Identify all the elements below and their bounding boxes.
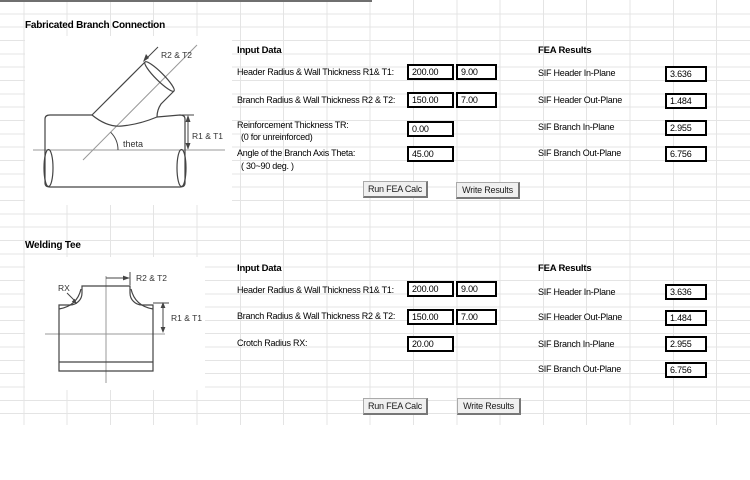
input-label: Header Radius & Wall Thickness R1& T1: — [237, 285, 394, 295]
window-edge — [0, 0, 372, 2]
fea-results-heading: FEA Results — [538, 45, 592, 56]
fabricated-branch-drawing: theta R2 & T2 R1 & T1 — [33, 44, 225, 188]
input-cell-header-radius[interactable]: 200.00 — [407, 281, 454, 297]
tee-branch-dim-label: R2 & T2 — [136, 273, 167, 283]
fabricated-branch-diagram: theta R2 & T2 R1 & T1 — [25, 36, 232, 205]
input-data-heading: Input Data — [237, 45, 282, 56]
header-right-endcap — [176, 148, 187, 188]
section-title-fabricated-branch: Fabricated Branch Connection — [25, 20, 165, 31]
tee-branch-dim-arrow — [123, 275, 130, 281]
run-fea-calc-button[interactable]: Run FEA Calc — [363, 398, 428, 415]
input-cell-header-thickness[interactable]: 9.00 — [456, 281, 497, 297]
input-label: Header Radius & Wall Thickness R1& T1: — [237, 67, 394, 77]
result-cell-sif-branch-in-plane: 2.955 — [665, 120, 707, 136]
input-label: Branch Radius & Wall Thickness R2 & T2: — [237, 311, 396, 321]
result-cell-sif-branch-out-plane: 6.756 — [665, 362, 707, 378]
result-cell-sif-branch-in-plane: 2.955 — [665, 336, 707, 352]
result-cell-sif-header-in-plane: 3.636 — [665, 66, 707, 82]
result-label: SIF Header Out-Plane — [538, 312, 623, 322]
input-cell-branch-thickness[interactable]: 7.00 — [456, 309, 497, 325]
write-results-button[interactable]: Write Results — [457, 398, 521, 415]
result-label: SIF Branch Out-Plane — [538, 364, 622, 374]
theta-arc — [110, 131, 119, 151]
fea-results-heading: FEA Results — [538, 263, 592, 274]
input-cell-branch-thickness[interactable]: 7.00 — [456, 92, 497, 108]
result-cell-sif-header-out-plane: 1.484 — [665, 93, 707, 109]
input-cell-header-radius[interactable]: 200.00 — [407, 64, 454, 80]
tee-right-inner-fillet — [130, 288, 154, 310]
header-dim-arrow-top — [185, 115, 191, 122]
input-cell-reinforcement-thickness[interactable]: 0.00 — [407, 121, 454, 137]
crotch-leader — [66, 292, 75, 301]
tee-left-inner-fillet — [58, 288, 82, 310]
header-dim-label: R1 & T1 — [192, 131, 223, 141]
result-cell-sif-header-out-plane: 1.484 — [665, 310, 707, 326]
crotch-radius-label: RX — [58, 283, 70, 293]
input-label: Branch Radius & Wall Thickness R2 & T2: — [237, 95, 396, 105]
welding-tee-diagram: R2 & T2 RX R1 & T1 — [25, 257, 205, 390]
branch-endcap — [144, 61, 175, 92]
input-data-heading: Input Data — [237, 263, 282, 274]
result-cell-sif-header-in-plane: 3.636 — [665, 284, 707, 300]
input-cell-branch-radius[interactable]: 150.00 — [407, 309, 454, 325]
result-cell-sif-branch-out-plane: 6.756 — [665, 146, 707, 162]
theta-label: theta — [123, 139, 143, 149]
result-label: SIF Header Out-Plane — [538, 95, 623, 105]
header-pipe-outline — [44, 114, 186, 188]
result-label: SIF Branch In-Plane — [538, 122, 615, 132]
input-cell-branch-radius[interactable]: 150.00 — [407, 92, 454, 108]
result-label: SIF Header In-Plane — [538, 287, 616, 297]
result-label: SIF Header In-Plane — [538, 68, 616, 78]
branch-centerline — [82, 44, 198, 161]
branch-left-wall — [91, 61, 146, 116]
input-note: (0 for unreinforced) — [241, 132, 313, 142]
tee-header-dim-label: R1 & T1 — [171, 313, 202, 323]
input-cell-branch-angle[interactable]: 45.00 — [407, 146, 454, 162]
result-label: SIF Branch Out-Plane — [538, 148, 622, 158]
header-left-endcap — [43, 148, 54, 188]
tee-header-dim-arrow-bottom — [160, 327, 166, 333]
input-label: Reinforcement Thickness TR: — [237, 120, 349, 130]
write-results-button[interactable]: Write Results — [456, 182, 520, 199]
input-cell-header-thickness[interactable]: 9.00 — [456, 64, 497, 80]
branch-dim-arrow — [143, 54, 149, 62]
saddle-curve — [91, 114, 158, 127]
result-label: SIF Branch In-Plane — [538, 339, 615, 349]
branch-dim-label: R2 & T2 — [161, 50, 192, 60]
tee-header-dim-arrow-top — [160, 302, 166, 308]
input-label: Crotch Radius RX: — [237, 338, 308, 348]
input-note: ( 30~90 deg. ) — [241, 161, 294, 171]
input-label: Angle of the Branch Axis Theta: — [237, 148, 356, 158]
section-title-welding-tee: Welding Tee — [25, 240, 81, 251]
branch-right-wall — [156, 90, 175, 118]
header-dim-arrow-bottom — [185, 143, 191, 150]
input-cell-crotch-radius[interactable]: 20.00 — [407, 336, 454, 352]
welding-tee-drawing: R2 & T2 RX R1 & T1 — [45, 272, 202, 383]
crotch-leader-arrow — [71, 298, 77, 304]
run-fea-calc-button[interactable]: Run FEA Calc — [363, 181, 428, 198]
